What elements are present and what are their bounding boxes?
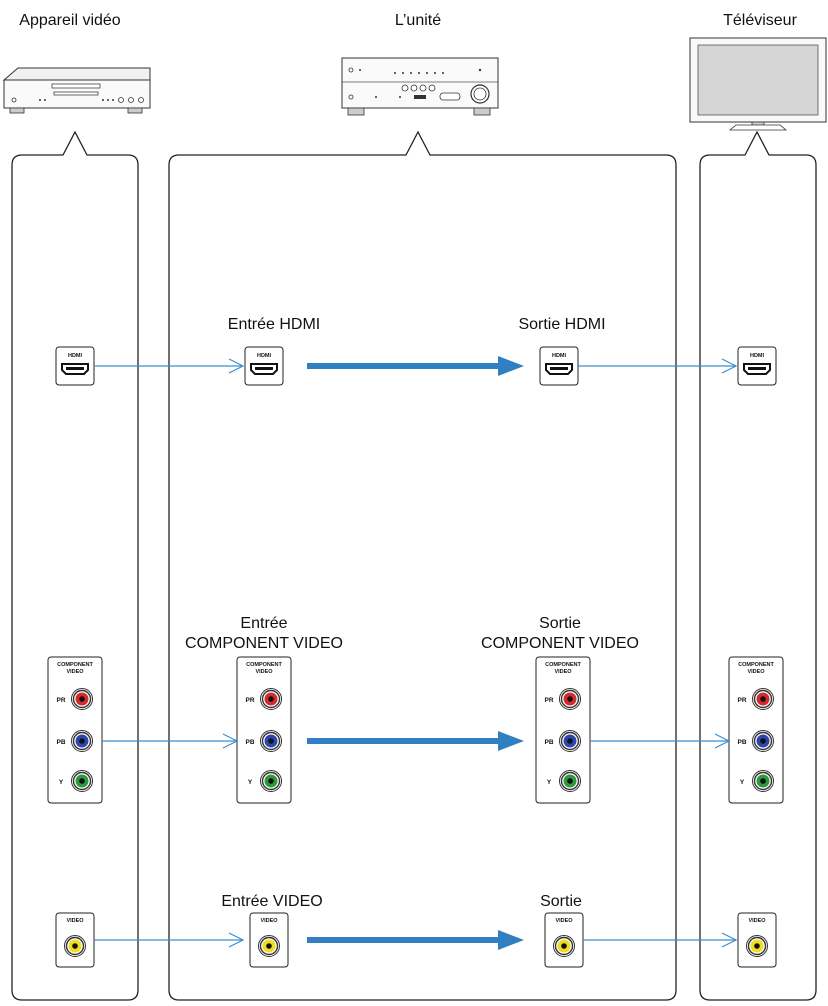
unit-hdmi-input-jack: HDMI: [244, 346, 284, 386]
svg-text:VIDEO: VIDEO: [260, 918, 278, 924]
source-panel: [11, 130, 139, 1001]
unit-panel: [168, 130, 677, 1001]
svg-text:HDMI: HDMI: [552, 353, 567, 359]
hdmi-input-label: Entrée HDMI: [228, 316, 320, 333]
unit-video-output-jack: VIDEO: [544, 912, 584, 968]
source-device-label: Appareil vidéo: [19, 12, 121, 29]
hdmi-internal-arrow: [307, 356, 524, 376]
tv-panel: [699, 130, 817, 1001]
svg-text:VIDEO: VIDEO: [66, 669, 84, 675]
video-cable-unit-to-tv: [583, 932, 738, 948]
svg-text:VIDEO: VIDEO: [555, 918, 573, 924]
component-cable-unit-to-tv: [590, 733, 731, 749]
svg-text:PR: PR: [737, 697, 746, 704]
svg-text:COMPONENT: COMPONENT: [246, 662, 282, 668]
svg-text:Y: Y: [740, 779, 745, 786]
svg-text:PR: PR: [56, 697, 65, 704]
video-output-label: Sortie: [540, 893, 582, 910]
unit-component-input-jacks: COMPONENT VIDEO PR PB Y: [236, 656, 292, 804]
unit-hdmi-output-jack: HDMI: [539, 346, 579, 386]
component-cable-source-to-unit: [102, 733, 239, 749]
svg-text:HDMI: HDMI: [750, 353, 765, 359]
component-input-label-line1: Entrée: [240, 615, 287, 632]
tv-icon: [689, 37, 827, 131]
hdmi-output-label: Sortie HDMI: [518, 316, 605, 333]
unit-device-label: L’unité: [395, 12, 441, 29]
tv-component-jacks: COMPONENT VIDEO PR PB Y: [728, 656, 784, 804]
source-hdmi-jack: HDMI: [55, 346, 95, 386]
svg-text:PB: PB: [544, 739, 553, 746]
svg-text:PB: PB: [56, 739, 65, 746]
svg-text:VIDEO: VIDEO: [255, 669, 273, 675]
svg-text:COMPONENT: COMPONENT: [738, 662, 774, 668]
svg-text:VIDEO: VIDEO: [66, 918, 84, 924]
av-receiver-icon: [341, 57, 499, 116]
unit-video-input-jack: VIDEO: [249, 912, 289, 968]
svg-text:Y: Y: [59, 779, 64, 786]
video-input-label: Entrée VIDEO: [221, 893, 322, 910]
source-video-jack: VIDEO: [55, 912, 95, 968]
svg-text:VIDEO: VIDEO: [747, 669, 765, 675]
video-internal-arrow: [307, 930, 524, 950]
svg-text:Y: Y: [547, 779, 552, 786]
video-player-icon: [2, 67, 151, 114]
svg-text:COMPONENT: COMPONENT: [545, 662, 581, 668]
svg-text:VIDEO: VIDEO: [748, 918, 766, 924]
component-output-label-line2: COMPONENT VIDEO: [481, 635, 639, 652]
video-cable-source-to-unit: [94, 932, 245, 948]
svg-text:Y: Y: [248, 779, 253, 786]
svg-text:PB: PB: [737, 739, 746, 746]
svg-text:HDMI: HDMI: [257, 353, 272, 359]
svg-text:COMPONENT: COMPONENT: [57, 662, 93, 668]
svg-text:PB: PB: [245, 739, 254, 746]
svg-text:PR: PR: [245, 697, 254, 704]
tv-video-jack: VIDEO: [737, 912, 777, 968]
svg-text:PR: PR: [544, 697, 553, 704]
svg-text:HDMI: HDMI: [68, 353, 83, 359]
component-output-label-line1: Sortie: [539, 615, 581, 632]
hdmi-cable-source-to-unit: [94, 358, 245, 374]
svg-text:VIDEO: VIDEO: [554, 669, 572, 675]
component-input-label-line2: COMPONENT VIDEO: [185, 635, 343, 652]
source-component-jacks: COMPONENT VIDEO PR PB Y: [47, 656, 103, 804]
tv-hdmi-jack: HDMI: [737, 346, 777, 386]
hdmi-cable-unit-to-tv: [578, 358, 738, 374]
unit-component-output-jacks: COMPONENT VIDEO PR PB Y: [535, 656, 591, 804]
tv-device-label: Téléviseur: [723, 12, 797, 29]
component-internal-arrow: [307, 731, 524, 751]
